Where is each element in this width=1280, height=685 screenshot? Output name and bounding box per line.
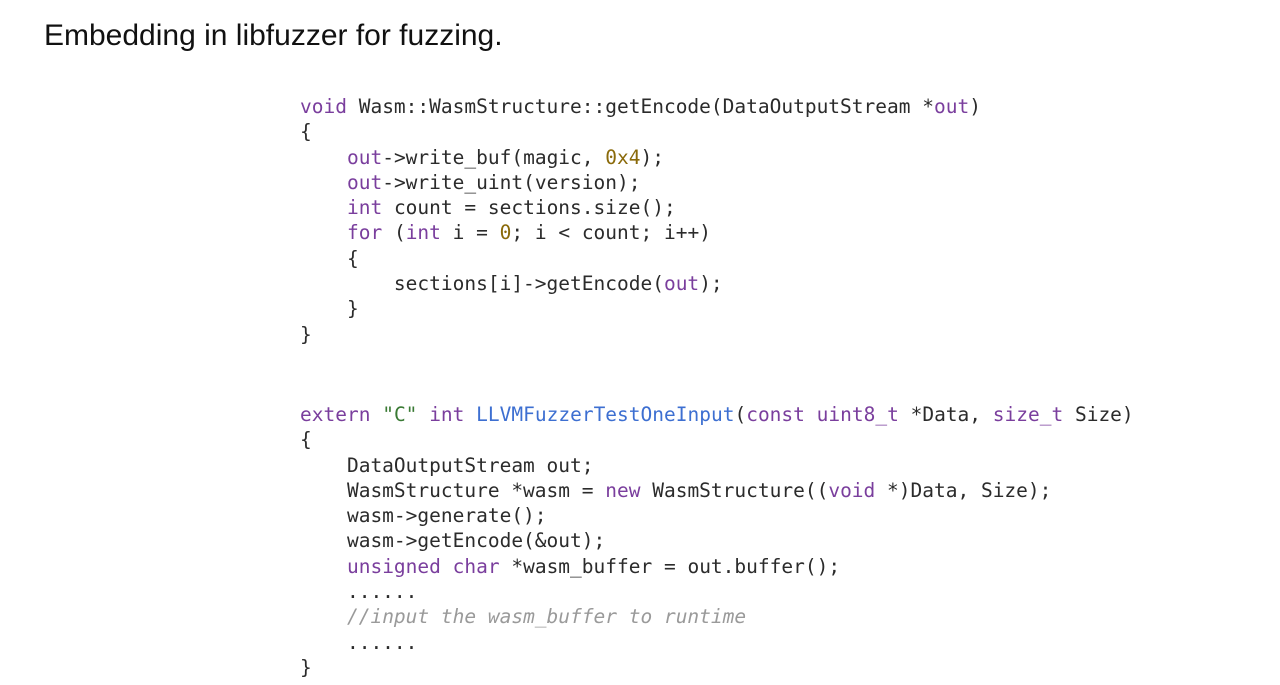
code-text: Wasm::WasmStructure::getEncode(DataOutpu… [346, 95, 934, 118]
code-text: ( [382, 221, 406, 245]
code-text [805, 403, 817, 426]
code-text: *Data, [898, 403, 993, 426]
keyword-token: uint8_t [816, 403, 899, 426]
code-text: WasmStructure(( [640, 478, 829, 502]
code-text: ) [969, 95, 981, 118]
code-line: WasmStructure *wasm = new WasmStructure(… [300, 478, 1134, 503]
keyword-token: int [405, 221, 441, 245]
code-line: wasm->generate(); [300, 503, 1134, 528]
code-text: count = sections.size(); [382, 196, 676, 220]
code-text [417, 403, 429, 426]
keyword-token: void [828, 478, 876, 502]
code-text [300, 555, 347, 578]
code-text [464, 403, 476, 426]
code-text [300, 605, 347, 628]
code-line: //input the wasm_buffer to runtime [300, 604, 1134, 629]
code-text: Size) [1063, 403, 1134, 426]
code-text: ); [699, 272, 723, 296]
code-line: { [300, 427, 1134, 452]
string-literal: "C" [382, 403, 418, 426]
code-text: wasm->getEncode(&out); [300, 529, 606, 553]
code-line: out->write_uint(version); [300, 170, 981, 195]
code-text: wasm->generate(); [300, 504, 547, 528]
code-text: ...... [300, 630, 418, 654]
code-text: WasmStructure *wasm = [300, 478, 606, 502]
code-line: } [300, 296, 981, 321]
slide-title: Embedding in libfuzzer for fuzzing. [44, 19, 503, 52]
code-text: { [300, 246, 359, 270]
code-block-fuzzer-entry: extern "C" int LLVMFuzzerTestOneInput(co… [300, 402, 1134, 680]
code-text: ; i < count; i++) [511, 221, 711, 245]
keyword-token: unsigned [346, 554, 441, 578]
code-text: } [300, 297, 359, 321]
keyword-token: void [300, 95, 347, 118]
code-text [441, 555, 453, 578]
keyword-token: for [346, 221, 383, 245]
number-literal: 0x4 [605, 145, 641, 169]
keyword-token: size_t [992, 403, 1064, 426]
code-text: ->write_buf(magic, [382, 145, 606, 169]
keyword-token: const [746, 403, 805, 426]
code-text: { [300, 428, 312, 452]
code-text: ->write_uint(version); [382, 170, 641, 194]
code-block-getencode: void Wasm::WasmStructure::getEncode(Data… [300, 94, 981, 347]
code-text: sections[i]->getEncode( [300, 272, 664, 296]
code-line: extern "C" int LLVMFuzzerTestOneInput(co… [300, 402, 1134, 427]
code-line: unsigned char *wasm_buffer = out.buffer(… [300, 554, 1134, 579]
code-text [370, 403, 382, 426]
code-line: int count = sections.size(); [300, 195, 981, 220]
code-text: } [300, 322, 312, 346]
code-text: i = [440, 221, 500, 245]
function-name-token: LLVMFuzzerTestOneInput [476, 403, 735, 426]
code-line: } [300, 655, 1134, 680]
code-comment: //input the wasm_buffer to runtime [346, 605, 747, 629]
keyword-token: new [605, 478, 641, 502]
code-text: { [300, 120, 312, 144]
code-text: ( [734, 403, 747, 426]
code-text: ...... [300, 580, 418, 604]
code-line: ...... [300, 630, 1134, 655]
keyword-token: extern [300, 403, 371, 426]
keyword-token: out [933, 95, 970, 118]
code-text: *wasm_buffer = out.buffer(); [499, 554, 841, 578]
keyword-token: int [429, 403, 465, 426]
code-text: ); [640, 145, 664, 169]
code-line: wasm->getEncode(&out); [300, 528, 1134, 553]
keyword-token: out [346, 170, 383, 194]
number-literal: 0 [499, 221, 512, 245]
code-line: out->write_buf(magic, 0x4); [300, 145, 981, 170]
code-text [300, 221, 347, 244]
code-line: DataOutputStream out; [300, 453, 1134, 478]
code-line: } [300, 322, 981, 347]
keyword-token: out [346, 145, 383, 169]
code-text: } [300, 655, 312, 679]
code-line: sections[i]->getEncode(out); [300, 271, 981, 296]
keyword-token: out [663, 272, 700, 296]
code-line: { [300, 246, 981, 271]
code-line: void Wasm::WasmStructure::getEncode(Data… [300, 94, 981, 119]
code-text [300, 171, 347, 194]
code-line: for (int i = 0; i < count; i++) [300, 220, 981, 245]
code-line: ...... [300, 579, 1134, 604]
code-text: *)Data, Size); [875, 478, 1052, 502]
code-text [300, 196, 347, 219]
code-line: { [300, 119, 981, 144]
code-text [300, 146, 347, 169]
keyword-token: char [452, 554, 500, 578]
code-text: DataOutputStream out; [300, 453, 594, 477]
keyword-token: int [346, 196, 383, 220]
